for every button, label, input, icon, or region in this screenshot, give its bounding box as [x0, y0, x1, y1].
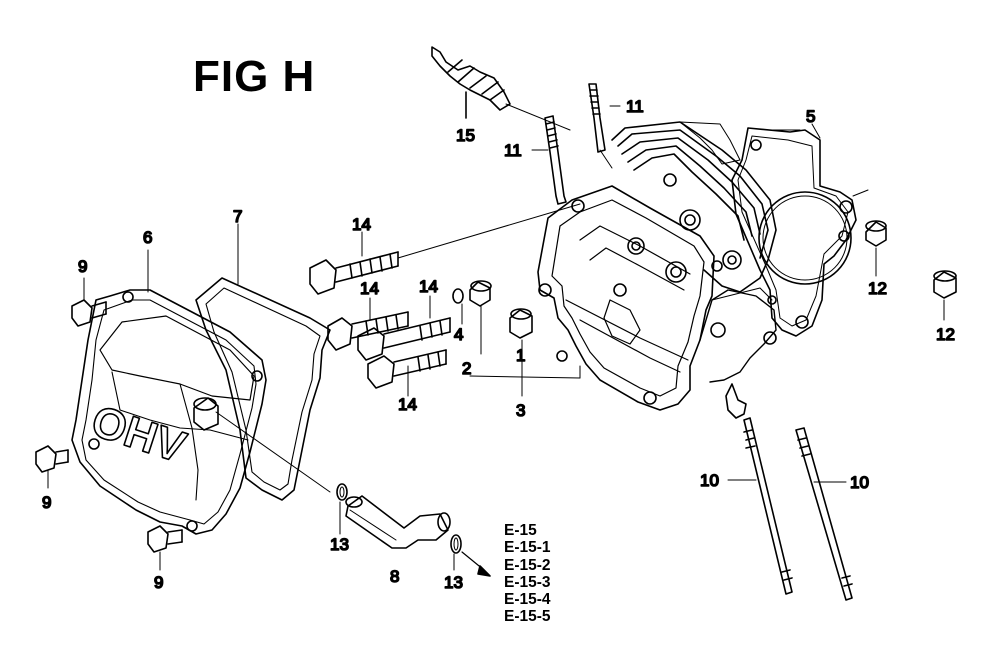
callout-4: 4 — [454, 325, 463, 344]
callout-3: 3 — [516, 401, 525, 420]
dowel-pin-2 — [469, 280, 492, 307]
callout-1: 1 — [516, 346, 525, 365]
callout-2: 2 — [462, 359, 471, 378]
valve-cover-gasket — [195, 223, 331, 501]
reference-item: E-15-3 — [504, 573, 551, 591]
o-ring-4 — [452, 288, 464, 304]
cover-bolt-9-left — [35, 445, 69, 473]
callout-9-top: 9 — [78, 257, 87, 276]
callout-15: 15 — [456, 126, 475, 145]
callout-6: 6 — [143, 228, 152, 247]
callout-9-bottom: 9 — [154, 573, 163, 592]
cylinder-head — [537, 121, 777, 419]
push-rod-right — [795, 427, 853, 601]
bolt-14-long — [357, 317, 451, 361]
reference-item: E-15-4 — [504, 591, 551, 609]
callout-9-left: 9 — [42, 493, 51, 512]
callout-14-top: 14 — [352, 215, 371, 234]
cover-bolt-9-bottom — [147, 525, 183, 553]
reference-item: E-15-1 — [504, 539, 551, 557]
callout-7: 7 — [233, 207, 242, 226]
figure-title: FIG H — [193, 52, 316, 101]
reference-list: E-15 E-15-1 E-15-2 E-15-3 E-15-4 E-15-5 — [504, 522, 551, 626]
callout-14-mid: 14 — [360, 279, 379, 298]
spark-plug — [431, 46, 571, 131]
callout-8: 8 — [390, 567, 399, 586]
callout-13-right: 13 — [444, 573, 463, 592]
tube-clip-13-left — [336, 483, 348, 501]
dowel-pin-right-a — [865, 220, 887, 247]
callout-14-bottom: 14 — [398, 395, 417, 414]
callout-13-left: 13 — [330, 535, 349, 554]
callout-11-left: 11 — [504, 141, 522, 160]
reference-arrow-head — [477, 565, 491, 577]
reference-item: E-15-5 — [504, 608, 551, 626]
callout-10-left: 10 — [700, 471, 719, 490]
head-gasket — [731, 127, 869, 337]
tube-clip-13-right — [450, 534, 462, 554]
callout-labels: 15 11 11 5 6 7 9 9 9 14 14 14 14 4 2 1 3… — [41, 96, 956, 593]
breather-tube — [345, 495, 451, 549]
callout-11-right: 11 — [626, 97, 644, 116]
bolt-14-bottom — [367, 349, 447, 389]
dowel-pin-1 — [509, 308, 533, 339]
bolt-14-top — [309, 203, 581, 295]
reference-item: E-15-2 — [504, 556, 551, 574]
ohv-emboss: OHV — [86, 396, 192, 472]
callout-12-right: 12 — [936, 325, 955, 344]
callout-5: 5 — [806, 107, 815, 126]
callout-14-long: 14 — [419, 277, 438, 296]
leader-lines — [47, 105, 945, 571]
dowel-pin-right-b — [933, 270, 957, 299]
stud-11-left — [544, 115, 567, 205]
callout-12-left: 12 — [868, 279, 887, 298]
push-rod-left — [743, 417, 793, 595]
callout-10-right: 10 — [850, 473, 869, 492]
stud-11-right — [588, 83, 613, 169]
reference-item: E-15 — [504, 522, 537, 539]
